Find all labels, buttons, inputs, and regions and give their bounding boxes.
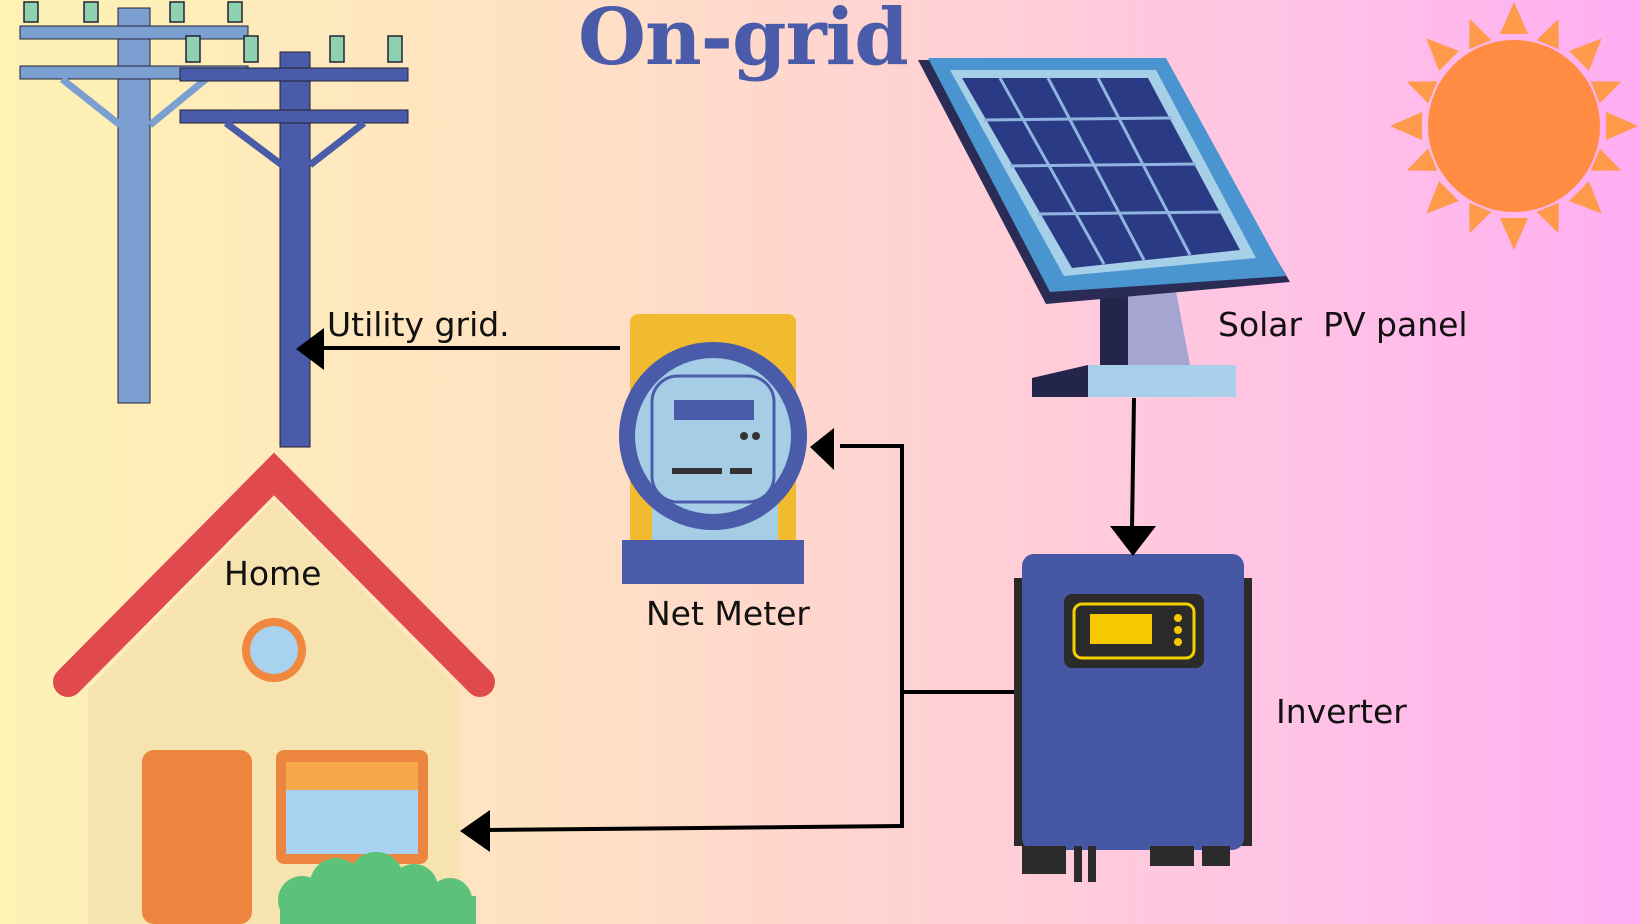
- connection-arrows: [296, 328, 1156, 852]
- house-icon: [53, 452, 495, 924]
- inverter-label: Inverter: [1276, 692, 1407, 731]
- inverter-icon: [1014, 554, 1252, 882]
- utility-grid-label: Utility grid.: [327, 305, 510, 344]
- utility-pole-icon: [19, 1, 409, 448]
- solar-panel-icon: [918, 58, 1290, 397]
- home-label: Home: [224, 554, 322, 593]
- diagram-title: On-grid: [578, 0, 909, 83]
- solar-panel-label: Solar PV panel: [1218, 305, 1468, 344]
- electric-meter-icon: [619, 314, 807, 584]
- net-meter-label: Net Meter: [646, 594, 811, 633]
- sun-icon: [1390, 2, 1638, 250]
